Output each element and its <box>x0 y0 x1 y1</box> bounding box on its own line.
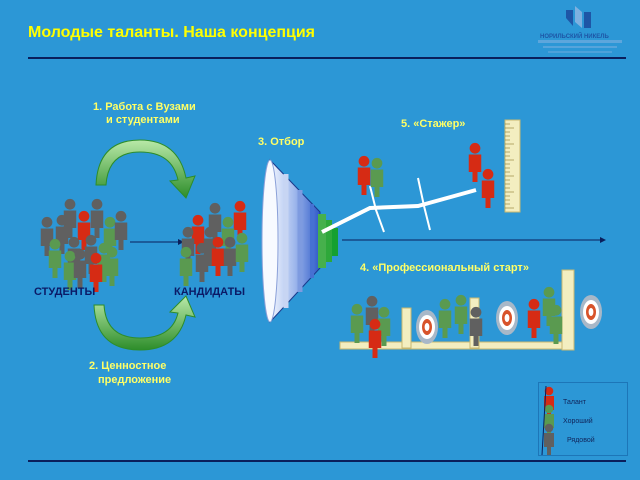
person-icon <box>73 248 87 288</box>
step4-label: 4. «Профессиональный старт» <box>360 262 529 274</box>
person-icon <box>370 157 384 197</box>
arrow-work-with-universities <box>95 139 196 199</box>
person-icon <box>48 238 62 278</box>
logo-text: НОРИЛЬСКИЙ НИКЕЛЬ <box>540 34 609 40</box>
person-icon <box>179 246 193 286</box>
step5-label: 5. «Стажер» <box>401 118 466 130</box>
person-icon <box>223 236 237 276</box>
legend-ordinary-label: Рядовой <box>567 437 595 444</box>
person-icon <box>468 142 482 182</box>
candidates-label: КАНДИДАТЫ <box>174 286 246 298</box>
target-icon-1 <box>416 310 438 344</box>
intern-ruler-icon <box>504 119 521 213</box>
step3-label: 3. Отбор <box>258 136 305 148</box>
target-icon-2 <box>496 301 518 335</box>
arrow-value-proposition <box>93 295 196 351</box>
step2-label-line1: 2. Ценностное <box>89 360 167 372</box>
logo-icon <box>538 6 622 53</box>
legend-talent-label: Талант <box>563 399 586 406</box>
step1-label-line2: и студентами <box>106 114 180 126</box>
person-icon <box>105 246 119 286</box>
candidates-group <box>179 200 249 286</box>
legend-good-label: Хороший <box>563 418 593 425</box>
interns-group <box>357 142 495 208</box>
person-icon <box>357 155 371 195</box>
selection-funnel-icon <box>261 158 338 324</box>
person-icon <box>454 294 468 334</box>
person-icon <box>350 303 364 343</box>
person-icon <box>438 298 452 338</box>
person-icon <box>481 168 495 208</box>
legend: Талант Хороший Рядовой <box>538 382 628 456</box>
step1-label-line1: 1. Работа с Вузами <box>93 101 196 113</box>
person-icon <box>235 232 249 272</box>
person-icon <box>368 318 382 358</box>
person-icon <box>211 236 225 276</box>
students-label: СТУДЕНТЫ <box>34 286 96 298</box>
person-icon <box>195 242 209 282</box>
person-icon <box>549 304 563 344</box>
step2-label-line2: предложение <box>98 374 172 386</box>
intern-track <box>321 177 477 234</box>
person-icon <box>114 210 128 250</box>
person-icon <box>40 216 54 256</box>
person-icon <box>527 298 541 338</box>
target-icon-3 <box>580 295 602 329</box>
person-icon <box>90 198 104 238</box>
page-title: Молодые таланты. Наша концепция <box>28 24 316 41</box>
students-group <box>40 198 128 292</box>
